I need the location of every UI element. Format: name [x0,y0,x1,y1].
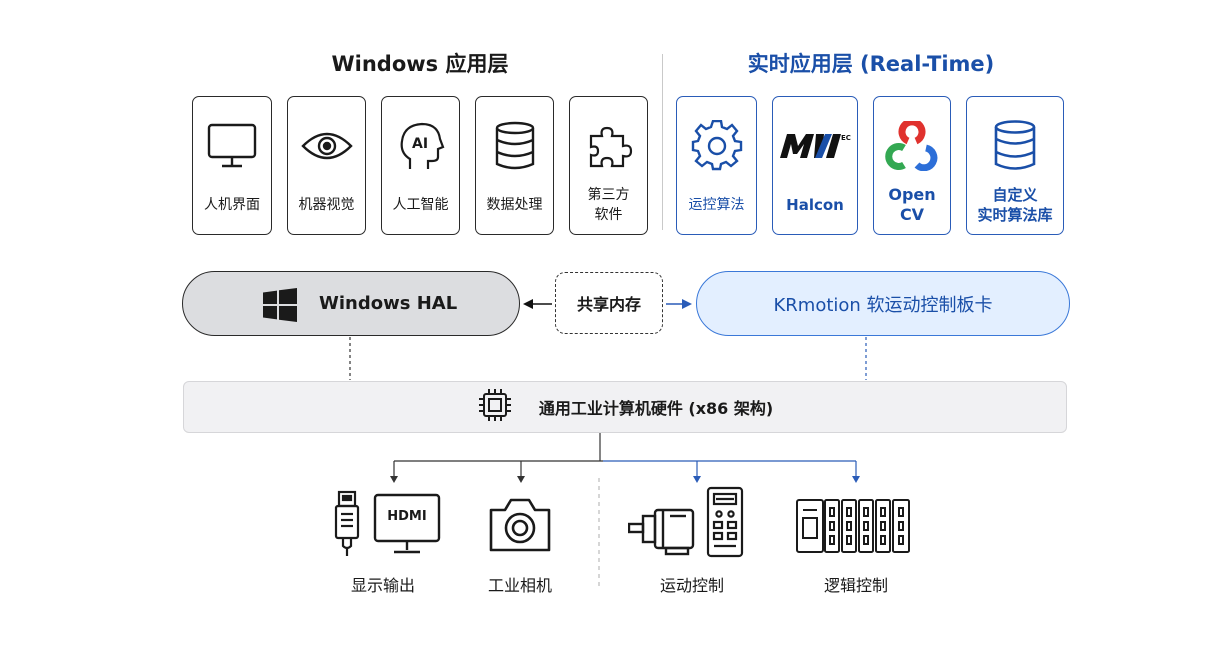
card-opencv: Open CV [873,96,951,235]
svg-text:AI: AI [412,136,428,152]
windows-layer-title: Windows 应用层 [331,52,509,76]
card-third-party: 第三方 软件 [569,96,648,235]
card-label: 机器视觉 [298,197,355,213]
hdmi-monitor-icon: HDMI [372,492,442,562]
card-halcon: EC Halcon [772,96,858,235]
card-label-line1: 第三方 [587,187,630,203]
display-output-label: 显示输出 [350,576,415,595]
windows-hal-label: Windows HAL [319,293,458,314]
shared-memory: 共享内存 [555,272,663,334]
monitor-icon [193,119,271,173]
hardware-layer: 通用工业计算机硬件 (x86 架构) [183,381,1067,433]
card-label-line1: Open [888,185,936,204]
card-label: 数据处理 [486,197,543,213]
card-motion-algorithm: 运控算法 [676,96,757,235]
krmotion-card: KRmotion 软运动控制板卡 [696,271,1070,336]
card-hmi: 人机界面 [192,96,272,235]
card-data-processing: 数据处理 [475,96,554,235]
card-label: 第三方 软件 [570,183,647,227]
usb-plug-icon [333,490,361,562]
motion-control-label: 运动控制 [659,576,724,595]
card-label-line2: CV [899,205,925,224]
card-label: 人机界面 [204,197,260,213]
realtime-layer-title: 实时应用层 (Real-Time) [747,52,995,76]
chip-icon [477,387,513,427]
card-label-line2: 实时算法库 [977,206,1053,224]
card-custom-library: 自定义 实时算法库 [966,96,1064,235]
svg-text:EC: EC [841,134,851,142]
windows-hal: Windows HAL [182,271,520,336]
card-label-line2: 软件 [594,207,623,223]
hardware-label: 通用工业计算机硬件 (x86 架构) [538,399,774,418]
ai-head-icon: AI [382,119,459,173]
mvtec-logo: EC [773,119,857,173]
plc-icon [795,498,913,558]
card-label: 自定义 实时算法库 [967,183,1063,227]
windows-logo-icon [263,288,297,326]
layer-divider [662,54,663,230]
krmotion-label: KRmotion 软运动控制板卡 [773,294,993,316]
opencv-logo [874,119,950,173]
gear-icon [677,119,756,173]
card-label: 运控算法 [688,197,745,213]
logic-control-label: 逻辑控制 [823,576,888,595]
card-machine-vision: 机器视觉 [287,96,366,235]
database-icon [967,119,1063,173]
camera-icon [487,496,553,558]
hdmi-label: HDMI [387,509,427,524]
servo-motor-icon [627,504,698,560]
card-ai: AI 人工智能 [381,96,460,235]
card-label: Halcon [786,196,844,214]
card-label-line1: 自定义 [992,186,1038,204]
eye-icon [288,119,365,173]
card-label: 人工智能 [392,197,449,213]
industrial-camera-label: 工业相机 [487,576,552,595]
card-label: Open CV [874,183,950,227]
servo-drive-icon [705,486,745,562]
puzzle-icon [570,119,647,173]
database-icon [476,119,553,173]
